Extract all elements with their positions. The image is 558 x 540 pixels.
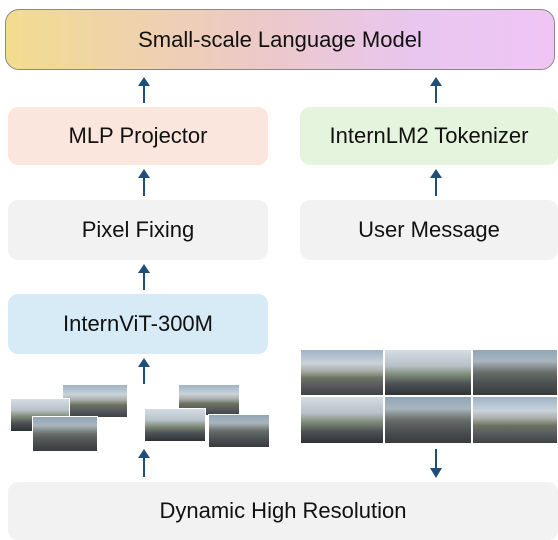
user-message-box: User Message	[300, 200, 558, 260]
arrow-tiles-to-vit	[138, 358, 150, 384]
arrow-mlp-to-model	[138, 77, 150, 103]
arrow-mosaic-to-dynamic	[430, 449, 442, 478]
vision-encoder-label: InternViT-300M	[62, 311, 213, 336]
image-tile	[384, 349, 472, 396]
arrow-dynamic-to-tiles	[138, 449, 150, 477]
image-tile	[472, 396, 558, 444]
image-tile	[144, 408, 206, 442]
pixel-fixing-label: Pixel Fixing	[81, 217, 195, 242]
image-tile	[62, 384, 128, 418]
arrow-vit-to-pixel	[138, 264, 150, 290]
dynamic-resolution-label: Dynamic High Resolution	[159, 498, 407, 523]
arrow-user-to-tokenizer	[430, 169, 442, 196]
image-tile	[384, 396, 472, 444]
language-model-label: Small-scale Language Model	[138, 26, 422, 52]
image-tile	[300, 349, 384, 396]
language-model-box: Small-scale Language Model	[5, 9, 555, 70]
mlp-projector-box: MLP Projector	[8, 107, 268, 165]
user-message-label: User Message	[358, 217, 500, 242]
arrow-pixel-to-mlp	[138, 169, 150, 196]
dynamic-resolution-box: Dynamic High Resolution	[8, 482, 558, 540]
vision-encoder-box: InternViT-300M	[8, 294, 268, 354]
image-tile	[300, 396, 384, 444]
mlp-projector-label: MLP Projector	[68, 123, 208, 148]
image-tile	[32, 416, 98, 452]
arrow-tokenizer-to-model	[430, 77, 442, 103]
tokenizer-label: InternLM2 Tokenizer	[329, 123, 529, 148]
image-tile	[472, 349, 558, 396]
tokenizer-box: InternLM2 Tokenizer	[300, 107, 558, 165]
pixel-fixing-box: Pixel Fixing	[8, 200, 268, 260]
image-tile	[208, 414, 270, 448]
